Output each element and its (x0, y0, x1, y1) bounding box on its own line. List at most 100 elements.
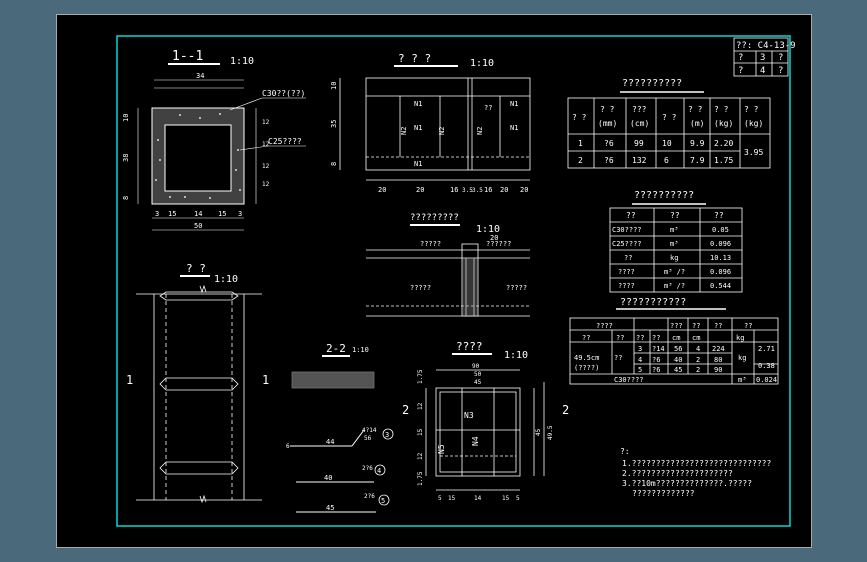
label-c25: C25???? (268, 137, 302, 146)
table-header: ? ? (600, 105, 615, 114)
rebar-id: 4 (377, 467, 381, 475)
note: ?????? (486, 240, 511, 248)
rebar-label: N4 (471, 436, 480, 446)
dim-text: 45 (535, 428, 542, 436)
dim-text: 15 (448, 495, 456, 502)
table-cell: 0.096 (710, 268, 731, 276)
table-cell: 49.5cm (574, 354, 599, 362)
dim-text: 15 (417, 428, 424, 436)
table-cell: 132 (632, 156, 647, 165)
dim-text: 14 (474, 495, 482, 502)
dim-text: 15 (502, 495, 510, 502)
table-cell: 0.024 (756, 376, 777, 384)
dim-text: 8 (122, 196, 130, 200)
rebar-table: ?????????? ? ? ? ? (mm) ??? (cm) ? ? ? ?… (567, 78, 771, 169)
table-cell: ???? (618, 282, 635, 290)
view-scale: 1:10 (476, 224, 500, 235)
table-cell: 3 (638, 345, 642, 353)
table-cell: 4 (696, 345, 700, 353)
rebar-length: 44 (326, 438, 334, 446)
table-title: ?????????? (634, 190, 694, 201)
dim-text: 10 (122, 114, 130, 122)
note: ????? (410, 284, 431, 292)
dim-text: 35 (330, 120, 338, 128)
rebar-label: N2 (476, 127, 484, 135)
table-cell: 0.38 (758, 362, 775, 370)
table-cell: 0.096 (710, 240, 731, 248)
table-cell: 10 (662, 139, 672, 148)
table-title: ??????????? (620, 297, 686, 308)
table-header: ??? (670, 322, 683, 330)
joint-detail: ????????? 1:10 20 ????? ?????? ????? ???… (366, 213, 530, 317)
table-cell: 2 (578, 156, 583, 165)
table-cell: m³ (670, 226, 678, 234)
table-cell: C30???? (612, 226, 642, 234)
view-scale: 1:10 (504, 350, 528, 361)
view-title: ? ? (186, 262, 206, 275)
section-scale: 1:10 (230, 56, 254, 67)
table-header: ? ? (688, 105, 703, 114)
dim-text: 3.5 (472, 187, 483, 194)
table-header: ? ? (714, 105, 729, 114)
title-block (733, 37, 789, 77)
dim-text: 12 (262, 163, 270, 170)
rebar-label: N1 (414, 100, 422, 108)
table-cell: (????) (574, 364, 599, 372)
note-line: 2.????????????????????? (622, 469, 733, 478)
table-cell: 99 (634, 139, 644, 148)
table-cell: 2 (696, 356, 700, 364)
title-cell: ? (778, 66, 783, 76)
title-code: ??: C4-13-9 (736, 41, 796, 51)
drawing-sheet (56, 14, 812, 548)
view-title: ????????? (410, 213, 459, 223)
table-header: (kg) (744, 119, 763, 128)
table-header: ? ? (744, 105, 759, 114)
rebar-label: N2 (400, 127, 408, 135)
table-header: (cm) (630, 119, 649, 128)
section-marker: 1 (126, 373, 133, 387)
label-c30: C30??(??) (262, 89, 305, 98)
rebar-length: 40 (324, 474, 332, 482)
section-marker: 2 (402, 403, 409, 417)
table-header: ?? (652, 334, 660, 342)
rebar-label: N1 (414, 124, 422, 132)
rebar-id: 3 (385, 431, 389, 439)
table-title: ?????????? (622, 78, 682, 89)
table-header: kg (736, 334, 744, 342)
rebar-length: 45 (326, 504, 334, 512)
rebar-label: N1 (414, 160, 422, 168)
table-cell: 2.20 (714, 139, 733, 148)
dim-text: 10 (330, 82, 338, 90)
table-cell: ?6 (604, 139, 614, 148)
table-cell: 224 (712, 345, 725, 353)
view-scale: 1:10 (470, 58, 494, 69)
title-cell: 4 (760, 66, 765, 76)
summary-table: ??????????? ???? ??? ?? ?? ?? ?? ?? ?? ?… (569, 297, 779, 385)
table-cell: C25???? (612, 240, 642, 248)
dim-text: 5 (516, 495, 520, 502)
title-cell: ? (738, 66, 743, 76)
table-cell: 7.9 (690, 156, 705, 165)
table-header: ?? (744, 322, 752, 330)
table-cell: 1 (578, 139, 583, 148)
dim-text: 12 (262, 119, 270, 126)
rebar-id: 5 (381, 497, 385, 505)
table-cell: 90 (714, 366, 722, 374)
dim-text: 12 (262, 181, 270, 188)
table-cell: 9.9 (690, 139, 705, 148)
table-header: ??? (632, 105, 647, 114)
rebar-label: N1 (510, 100, 518, 108)
table-row: 2 ?6 132 6 7.9 1.75 (578, 156, 733, 165)
table-cell: ?? (614, 354, 622, 362)
table-total: 3.95 (744, 148, 763, 157)
table-cell: 6 (664, 156, 669, 165)
dim-text: 20 (490, 234, 498, 242)
table-header: ?? (670, 211, 680, 220)
section-title: 1--1 (172, 49, 203, 64)
table-header: ?? (714, 211, 724, 220)
table-header: cm (672, 334, 680, 342)
rebar-hook: 6 (286, 443, 290, 450)
dim-text: 12 (262, 141, 270, 148)
concrete-dots (155, 113, 241, 199)
dim-text: 50 (474, 371, 482, 378)
